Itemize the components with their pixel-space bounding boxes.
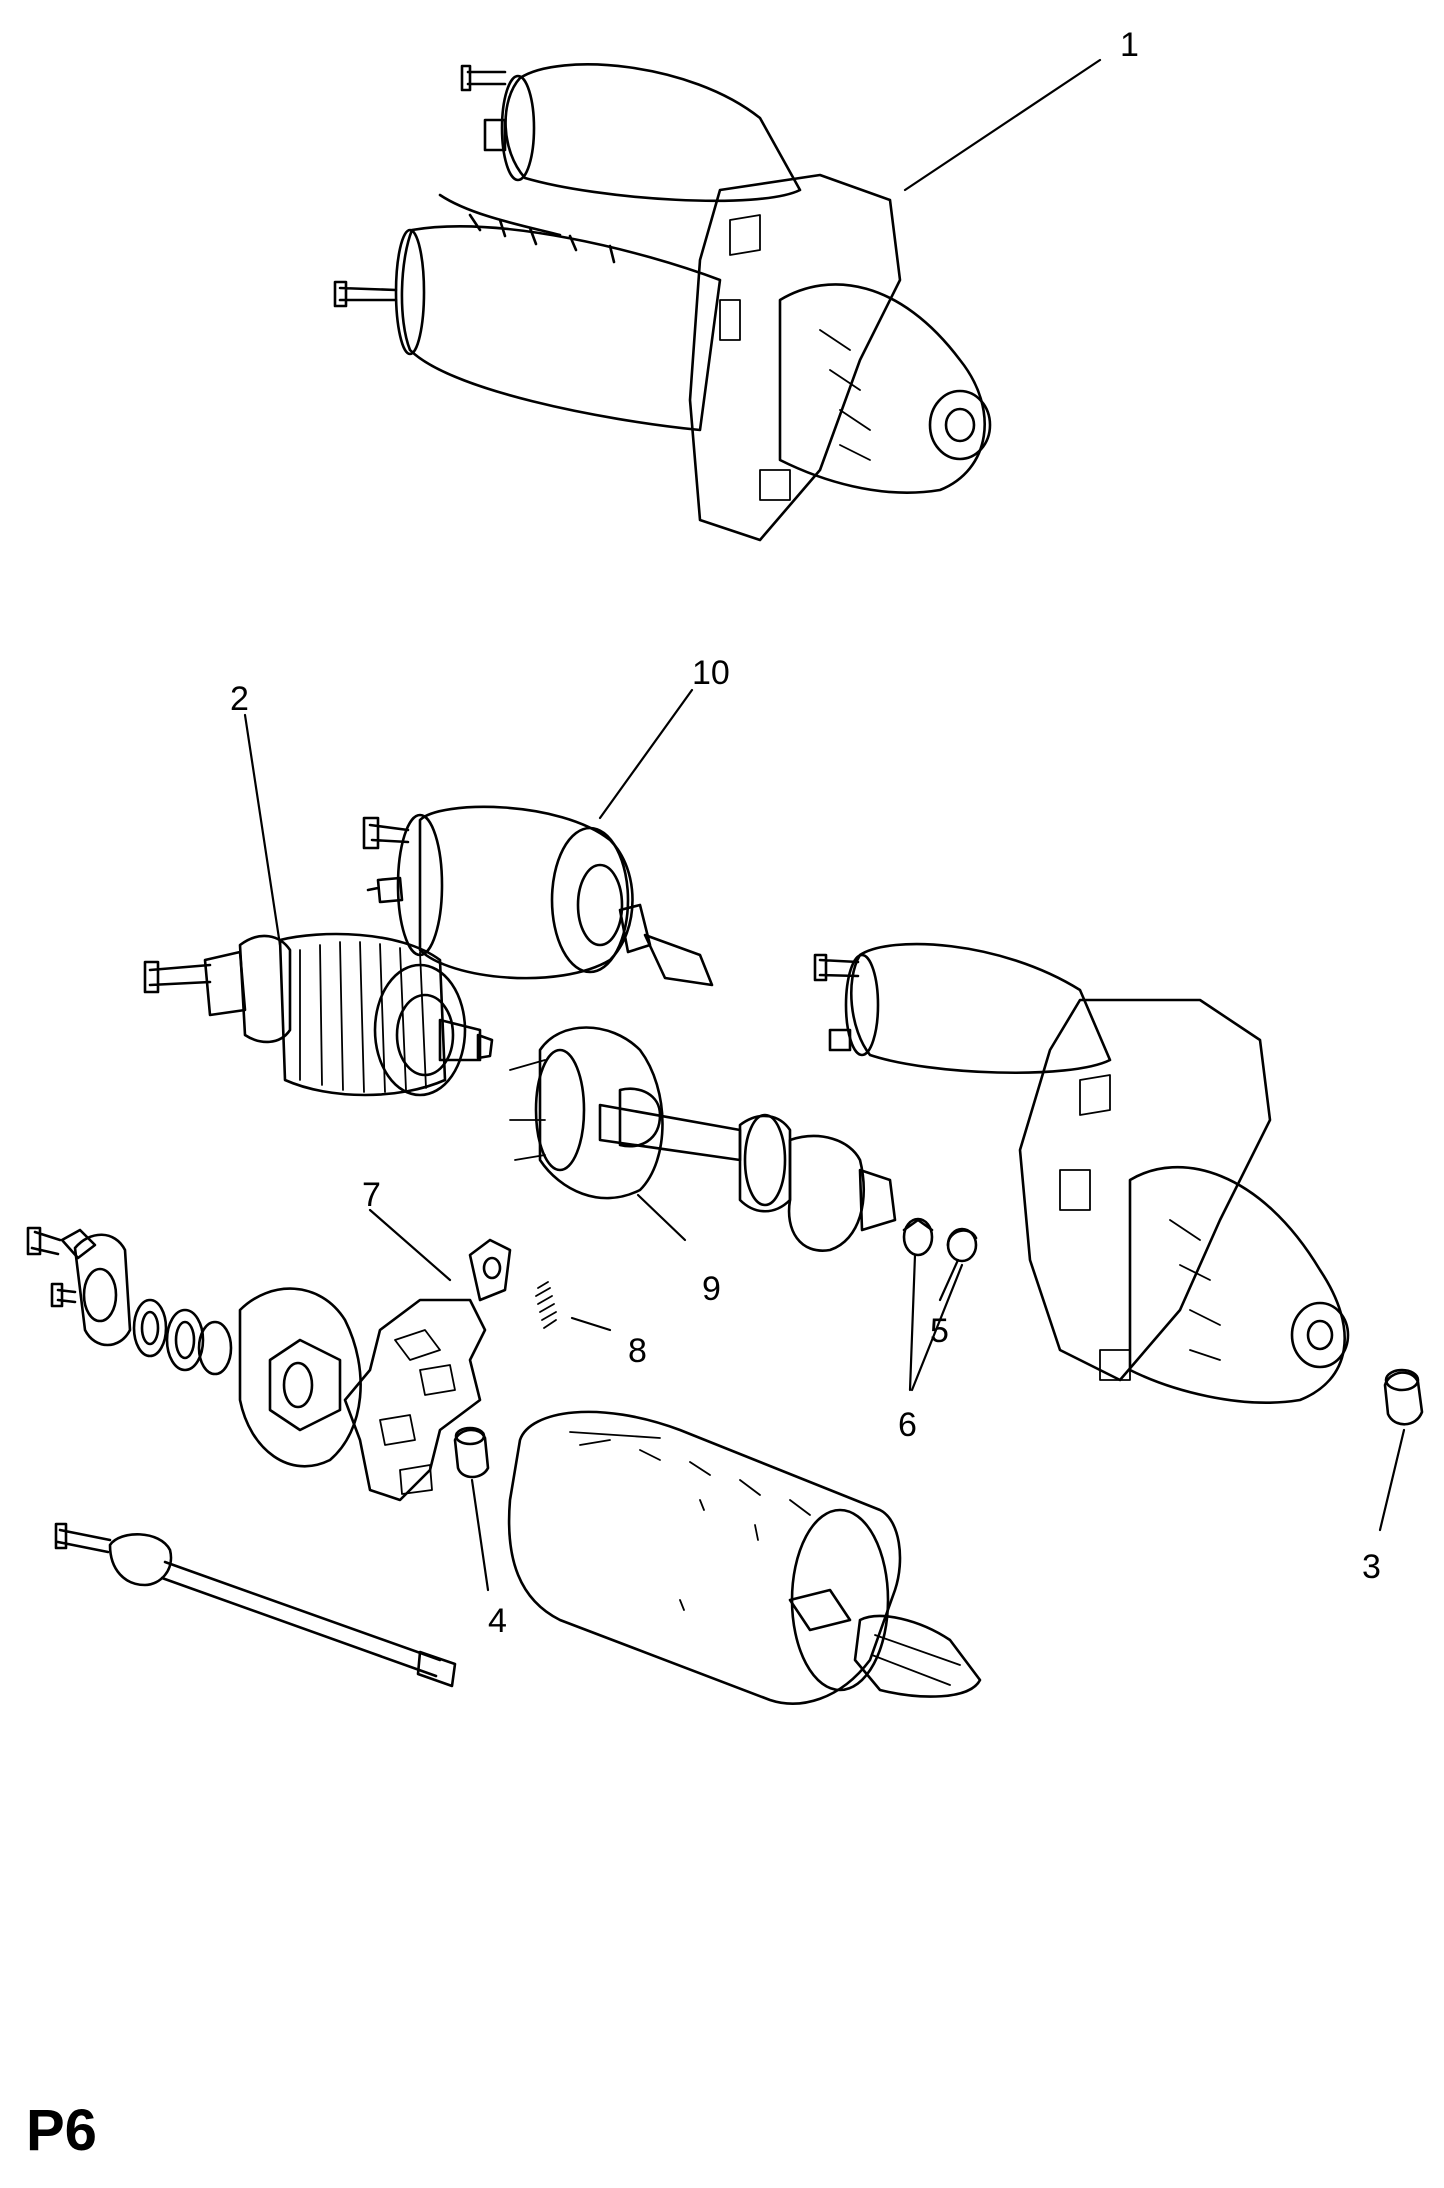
solenoid-switch xyxy=(362,805,714,987)
callout-8: 8 xyxy=(628,1332,647,1370)
leader-2 xyxy=(243,713,282,947)
bush-small-6 xyxy=(902,1217,934,1257)
yoke-field-housing xyxy=(507,1410,982,1705)
callout-7: 7 xyxy=(362,1176,381,1214)
starter-motor-assembly xyxy=(333,63,992,542)
callout-6: 6 xyxy=(898,1406,917,1444)
leader-6b xyxy=(910,1263,964,1392)
leader-10 xyxy=(598,688,694,820)
leader-3 xyxy=(1378,1428,1406,1532)
brush-holder-plate xyxy=(343,1238,512,1502)
leader-9 xyxy=(636,1193,687,1242)
callout-4: 4 xyxy=(488,1602,507,1640)
callout-2: 2 xyxy=(230,680,249,718)
leader-4 xyxy=(470,1478,490,1592)
leader-8 xyxy=(570,1316,612,1332)
callout-3: 3 xyxy=(1362,1548,1381,1586)
brush-spring xyxy=(535,1281,557,1329)
bush-4 xyxy=(453,1426,490,1479)
callout-10: 10 xyxy=(692,654,730,692)
callout-1: 1 xyxy=(1120,26,1139,64)
leader-1 xyxy=(903,58,1102,192)
through-bolt xyxy=(54,1522,457,1688)
callout-5: 5 xyxy=(930,1312,949,1350)
pinion-drive xyxy=(738,1113,897,1252)
leader-7 xyxy=(368,1208,452,1282)
bush-nose-3 xyxy=(1383,1368,1424,1426)
drive-end-housing xyxy=(813,942,1350,1404)
leader-5 xyxy=(938,1258,960,1302)
end-cover-and-washers xyxy=(26,1226,362,1468)
drive-lever-bracket xyxy=(509,1026,742,1200)
page-code: P6 xyxy=(26,2098,97,2163)
leader-lines xyxy=(243,58,1406,1592)
armature xyxy=(143,932,494,1097)
bush-small-5 xyxy=(946,1227,978,1263)
leader-6a xyxy=(908,1253,917,1392)
callout-9: 9 xyxy=(702,1270,721,1308)
